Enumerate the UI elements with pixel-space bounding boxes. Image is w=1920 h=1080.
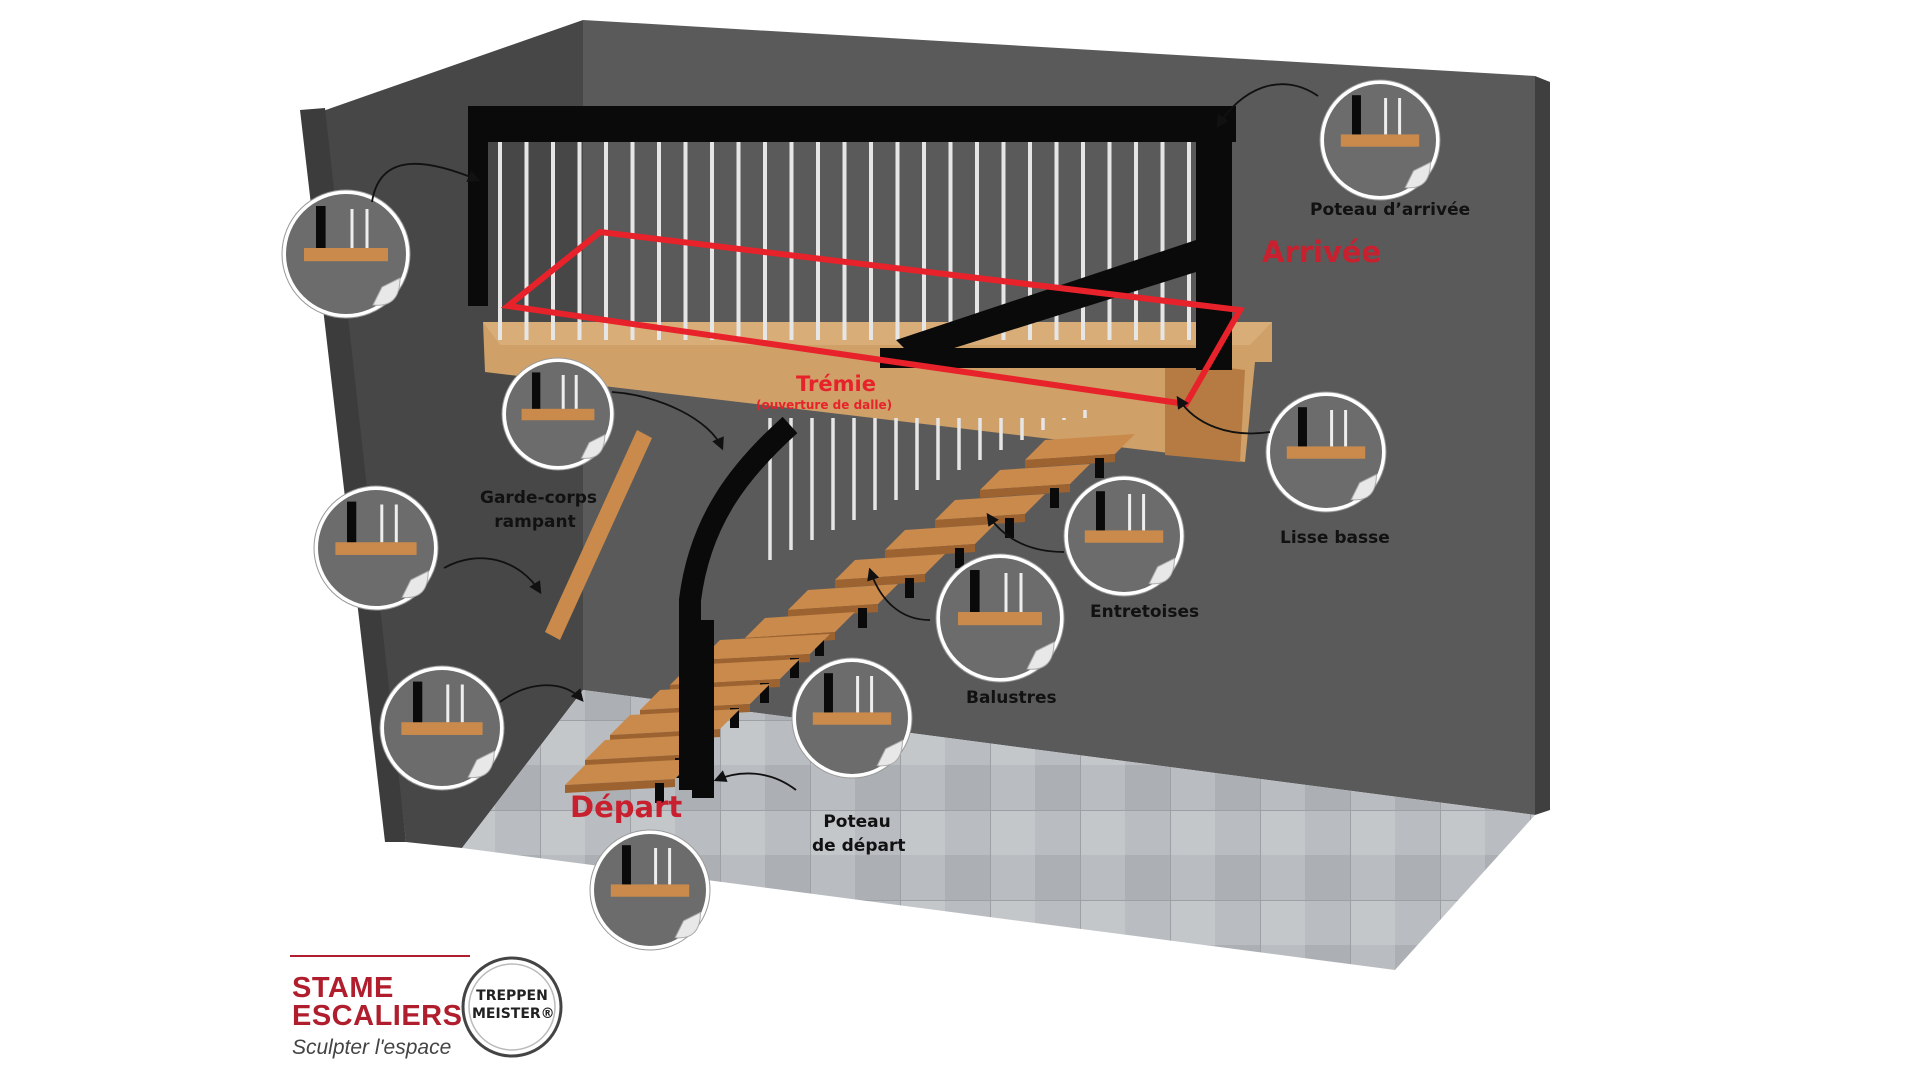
label-garde-corps-line1: Garde-corps <box>480 488 597 508</box>
stair-tread <box>1025 434 1135 460</box>
label-lisse-basse: Lisse basse <box>1280 528 1390 548</box>
stair-tread-edge <box>565 779 675 793</box>
arrow-garde-corps <box>611 391 724 451</box>
bubble-balustres <box>935 553 1065 683</box>
arrow-entretoises <box>986 512 1065 553</box>
label-garde-corps-line2: rampant <box>494 512 576 532</box>
bubble-lisse-basse <box>1265 391 1387 513</box>
stair-tread-edge <box>935 514 1025 528</box>
bubble-poteau-arrivee <box>1319 79 1441 201</box>
label-tremie: Trémie <box>796 372 876 396</box>
treppenmeister-badge <box>461 956 563 1058</box>
logo-stame: STAME <box>292 972 394 1004</box>
label-poteau-depart: Poteau de départ <box>812 810 906 858</box>
right-wall-edge <box>1535 76 1550 815</box>
bubble-tread <box>379 665 505 791</box>
entretoise <box>905 578 914 598</box>
stair-tread <box>565 759 695 785</box>
stair-tread <box>745 612 855 638</box>
stair-tread <box>835 554 945 580</box>
stair-tread <box>935 494 1045 520</box>
label-balustres: Balustres <box>966 688 1057 708</box>
entretoise <box>790 658 799 678</box>
entretoise <box>1005 518 1014 538</box>
arrow-tread <box>499 684 584 703</box>
arrow-lisse-basse <box>1176 395 1271 435</box>
wall-handrail <box>545 430 652 640</box>
entretoise <box>815 636 824 656</box>
left-post <box>468 106 488 306</box>
entretoise <box>730 708 739 728</box>
tiled-floor <box>462 690 1535 970</box>
arrow-poteau-depart <box>713 770 797 791</box>
label-depart: Départ <box>570 790 683 824</box>
entretoise <box>655 783 664 803</box>
entretoise <box>1095 458 1104 478</box>
poteau-depart-post <box>692 620 714 798</box>
entretoise <box>760 683 769 703</box>
bubble-poteau-depart <box>791 657 913 779</box>
bubble-wall-rail <box>313 485 439 611</box>
upper-railing <box>468 106 1236 370</box>
stair-tread-edge <box>835 574 925 588</box>
bubble-entretoises <box>1063 475 1185 597</box>
label-entretoises: Entretoises <box>1090 602 1200 622</box>
stair-tread <box>980 464 1090 490</box>
bubble-garde-corps <box>501 357 615 471</box>
entretoise <box>1050 488 1059 508</box>
garde-corps-rampant <box>679 416 798 790</box>
arrow-balustres <box>867 567 931 621</box>
stair-tread <box>885 524 995 550</box>
stair-tread <box>788 584 898 610</box>
arrow-top-rail <box>371 162 481 203</box>
pointer-arrows <box>371 83 1319 791</box>
arrow-wall-rail <box>443 557 542 595</box>
bubble-top-rail <box>281 189 411 319</box>
entretoise <box>955 548 964 568</box>
top-rail <box>468 106 1236 142</box>
arrow-poteau-arrivee <box>1216 83 1319 129</box>
label-poteau-arrivee: Poteau d’arrivée <box>1310 200 1471 220</box>
logo-escaliers: ESCALIERS <box>292 1000 463 1032</box>
badge-line2: MEISTER® <box>472 1006 555 1022</box>
logo-rule <box>290 955 470 957</box>
diagonal-stringer <box>896 240 1196 360</box>
stair-tread <box>700 634 830 660</box>
label-garde-corps: Garde-corps rampant <box>480 486 597 534</box>
label-poteau-depart-line2: de départ <box>812 836 906 856</box>
bubble-tread-front <box>589 829 711 951</box>
stair-tread-edge <box>1025 454 1115 468</box>
label-arrivee: Arrivée <box>1262 235 1382 269</box>
stair-tread-edge <box>788 604 878 618</box>
stair-tread-edge <box>980 484 1070 498</box>
stair-tread-edge <box>885 544 975 558</box>
badge-line1: TREPPEN <box>476 988 548 1004</box>
stair-balusters <box>768 410 1087 560</box>
entretoise <box>858 608 867 628</box>
lisse-basse-rail <box>880 348 1200 368</box>
logo-tagline: Sculpter l'espace <box>292 1036 452 1059</box>
label-poteau-depart-line1: Poteau <box>823 812 891 832</box>
label-tremie-sub: (ouverture de dalle) <box>756 398 893 412</box>
